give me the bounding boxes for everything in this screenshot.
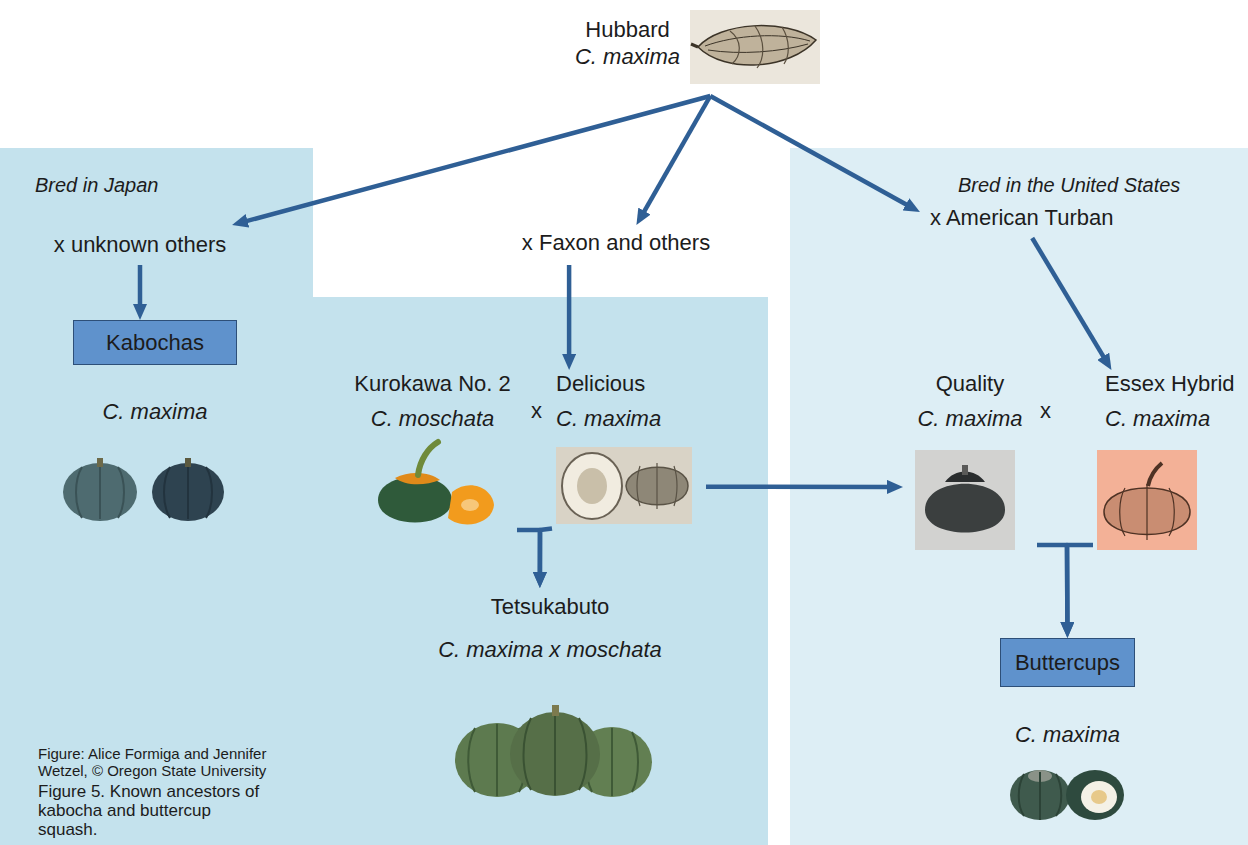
cross-note: x American Turban [920, 198, 1119, 238]
node-title: Quality [903, 370, 1037, 397]
text-stack: Bred in Japan [35, 173, 339, 198]
node-title: Kurokawa No. 2 [348, 370, 517, 397]
kabocha-photos-part [152, 463, 224, 521]
essex-hybrid-engraving [1097, 450, 1197, 550]
panel-ground [0, 148, 768, 845]
text-stack: Quality C. maxima [903, 370, 1037, 432]
kabocha-photos-part [185, 458, 191, 467]
cross-note: x Faxon and others [514, 225, 718, 265]
node-title: Kabochas [73, 320, 237, 365]
species-name: C. maxima [988, 721, 1147, 748]
delicious-photo-part [562, 453, 622, 519]
kabocha-photos-part [97, 458, 103, 467]
essex-hybrid-engraving-part [1120, 484, 1175, 540]
variety-group-box: Kabochas C. maxima [58, 320, 252, 530]
species-name: C. maxima [556, 405, 706, 432]
delicious-photo-part [637, 463, 677, 509]
buttercup-photos-part [1019, 772, 1062, 820]
tetsukabuto-photo-part [510, 712, 600, 796]
text-stack: Kurokawa No. 2 C. moschata [348, 370, 517, 432]
cross-symbol: x [531, 397, 542, 424]
text-stack: x unknown others [33, 231, 247, 258]
species-name: C. moschata [348, 405, 517, 432]
text-stack: Tetsukabuto C. maxima x moschata [413, 593, 687, 663]
node-title: x unknown others [33, 231, 247, 258]
node-title: x American Turban [930, 204, 1119, 231]
lineage-arrow [641, 96, 710, 216]
hubbard-engraving-part [691, 44, 698, 47]
essex-hybrid-engraving-part [1097, 450, 1197, 550]
hybrid-variety: Tetsukabuto C. maxima x moschata [413, 588, 687, 808]
delicious-photo-part [577, 468, 607, 504]
lineage-arrow [567, 265, 572, 360]
text-stack: x American Turban [930, 204, 1119, 231]
variety: Delicious C. maxima [552, 370, 706, 530]
node-title: Bred in the United States [958, 173, 1247, 198]
hubbard-engraving-part [705, 36, 810, 53]
node-title: Buttercups [1000, 638, 1135, 687]
hubbard-engraving-part [698, 26, 816, 65]
node-title: Hubbard [558, 16, 697, 43]
buttercup-photos-part [1066, 770, 1124, 820]
lineage-arrow [138, 265, 143, 310]
hubbard-engraving-part [730, 26, 788, 68]
essex-hybrid-engraving-part [1148, 463, 1162, 486]
species-name: C. maxima [58, 398, 252, 425]
species-name: C. maxima x moschata [413, 636, 687, 663]
buttercup-photos-part [1091, 790, 1107, 804]
hubbard-engraving-part [690, 10, 820, 84]
cross-note: x unknown others [33, 225, 247, 265]
variety: Essex Hybrid C. maxima [1093, 370, 1247, 555]
kabocha-photos-part [76, 465, 124, 519]
figure-credit: Figure: Alice Formiga and Jennifer Wetze… [38, 745, 273, 779]
hubbard-engraving [690, 10, 820, 84]
variety: Kurokawa No. 2 C. moschata [348, 370, 517, 535]
quality-photo-part [962, 465, 968, 475]
text-stack: x Faxon and others [514, 229, 718, 256]
buttercup-photos-part [1081, 781, 1117, 813]
quality-photo [915, 450, 1015, 550]
delicious-photo-part [556, 447, 692, 524]
delicious-photo [556, 447, 692, 524]
panel-ground [790, 148, 1248, 845]
node-title: Delicious [556, 370, 706, 397]
tetsukabuto-photo-part [524, 713, 587, 795]
figure-caption: Figure 5. Known ancestors of kabocha and… [38, 782, 263, 839]
quality-photo-part [925, 484, 1005, 533]
kabocha-photos-part [164, 465, 212, 519]
tetsukabuto-photo-part [552, 705, 559, 716]
text-stack: Essex Hybrid C. maxima [1105, 370, 1245, 432]
node-title: x Faxon and others [514, 229, 718, 256]
cross-symbol: x [1040, 397, 1051, 424]
origin-variety: HubbardC. maxima [558, 8, 827, 96]
kabocha-photos-part [63, 463, 137, 521]
text-stack: Kabochas C. maxima [58, 320, 252, 425]
quality-photo-part [915, 450, 1015, 550]
species-name: C. maxima [1105, 405, 1245, 432]
text-stack: Buttercups C. maxima [988, 638, 1147, 748]
variety: Quality C. maxima [903, 370, 1037, 555]
variety-group-box: Buttercups C. maxima [988, 638, 1147, 828]
kurokawa-photo-part [461, 499, 479, 511]
text-stack: Delicious C. maxima [556, 370, 706, 432]
species-name: C. maxima [558, 43, 697, 70]
text-stack: HubbardC. maxima [558, 16, 697, 70]
node-title: Essex Hybrid [1105, 370, 1245, 397]
species-name: C. maxima [903, 405, 1037, 432]
text-stack: Bred in the United States [958, 173, 1247, 198]
lineage-arrow [706, 485, 893, 490]
node-title: Bred in Japan [35, 173, 339, 198]
region-panel: Bred in the United States x American Turb… [790, 148, 1248, 845]
node-title: Tetsukabuto [413, 593, 687, 620]
buttercup-photos-part [1010, 770, 1070, 820]
